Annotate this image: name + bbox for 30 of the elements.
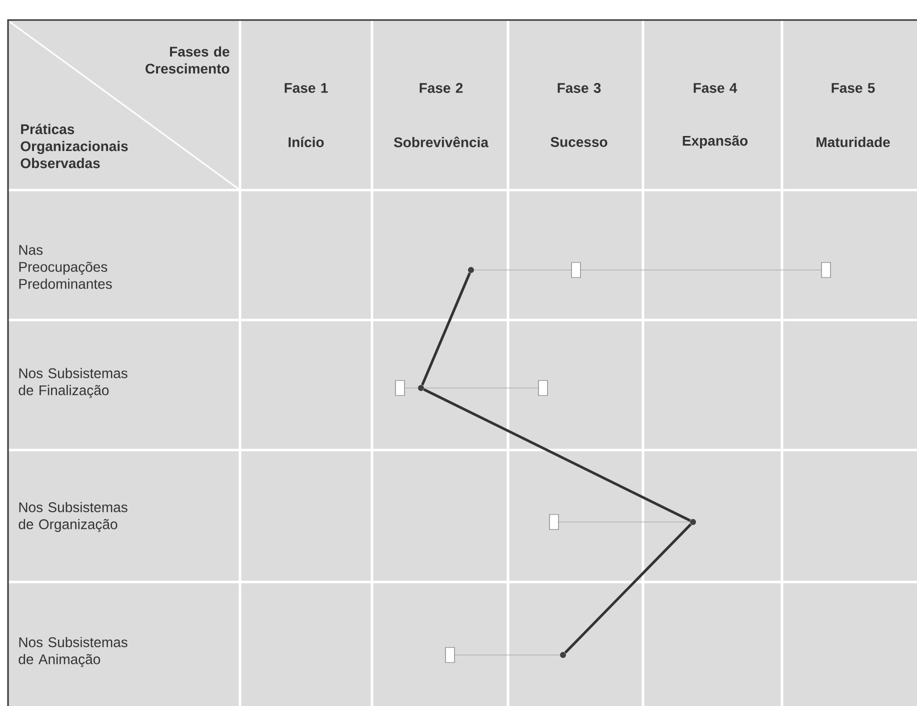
profile-line <box>421 272 471 386</box>
data-point <box>468 267 474 273</box>
column-header: Maturidade <box>816 136 890 148</box>
column-header: Fase 5 <box>832 83 875 93</box>
range-marker <box>571 262 581 278</box>
range-marker <box>821 262 831 278</box>
row-label: Nos Subsistemas de Organização <box>18 502 128 532</box>
column-header: Expansão <box>682 135 748 148</box>
column-header: Fase 3 <box>558 83 601 93</box>
range-marker <box>445 647 455 663</box>
column-header: Sucesso <box>550 137 608 147</box>
profile-line <box>423 388 691 522</box>
range-marker <box>549 514 559 530</box>
column-header: Início <box>288 136 324 148</box>
data-point <box>560 652 566 658</box>
corner-header: Fases de Crescimento <box>146 46 230 74</box>
column-header: Fase 1 <box>284 83 328 93</box>
corner-header: Práticas Organizacionais Observadas <box>20 124 128 168</box>
range-line <box>454 654 560 656</box>
row-label: Nas Preocupações Predominantes <box>19 245 112 289</box>
data-point <box>690 519 696 525</box>
column-header: Sobrevivência <box>394 136 489 148</box>
data-point <box>418 385 424 391</box>
row-label: Nos Subsistemas de Animação <box>18 636 128 668</box>
profile-line <box>564 523 692 654</box>
range-marker <box>395 380 405 396</box>
column-header: Fase 2 <box>420 83 463 93</box>
column-header: Fase 4 <box>694 83 738 93</box>
row-label: Nos Subsistemas de Finalização <box>18 368 128 398</box>
range-marker <box>538 380 548 396</box>
